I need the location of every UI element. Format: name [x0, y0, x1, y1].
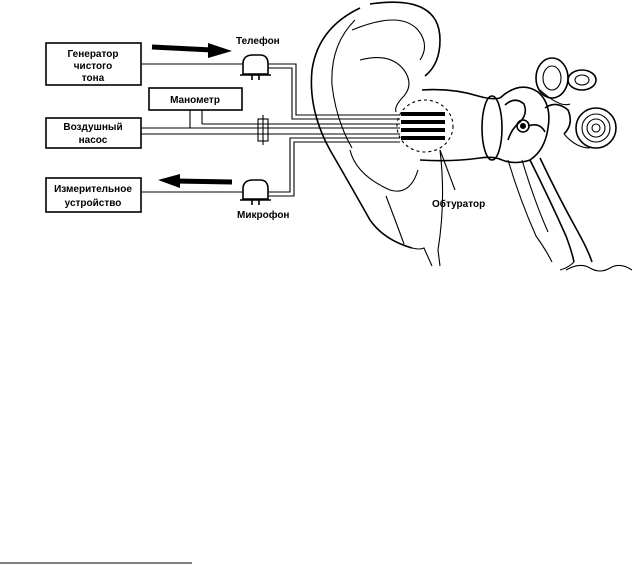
tubes	[141, 63, 400, 197]
generator-label-line1: Генератор	[68, 49, 119, 60]
obturator-label: Обтуратор	[432, 198, 485, 210]
manometer-label: Манометр	[170, 95, 220, 106]
microphone-icon	[240, 179, 271, 205]
telephone-icon	[240, 54, 271, 80]
generator-label-line3: тона	[82, 73, 105, 84]
air-pump-label-line1: Воздушный	[63, 122, 122, 133]
measuring-device-box: Измерительное устройство	[45, 177, 142, 213]
manometer-box: Манометр	[148, 87, 243, 111]
probe-obturator	[396, 99, 456, 191]
microphone-label: Микрофон	[237, 209, 289, 221]
telephone-label: Телефон	[236, 35, 280, 47]
air-pump-box: Воздушный насос	[45, 117, 142, 149]
air-pump-label-line2: насос	[79, 135, 108, 146]
generator-label-line2: чистого	[74, 61, 113, 72]
generator-box: Генератор чистого тона	[45, 42, 142, 86]
arrow-left-icon	[158, 174, 233, 188]
arrow-right-icon	[151, 43, 232, 58]
ear-anatomy	[310, 1, 633, 272]
measuring-device-label-line1: Измерительное	[54, 184, 132, 195]
measuring-device-label-line2: устройство	[65, 198, 122, 209]
